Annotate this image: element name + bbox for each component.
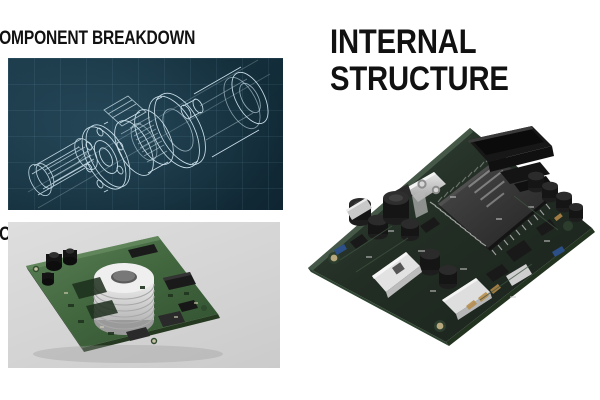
blueprint-panel bbox=[8, 58, 283, 210]
edge-connector bbox=[468, 126, 554, 172]
heatsink bbox=[93, 263, 155, 335]
pcb-large-illustration bbox=[308, 126, 595, 346]
pcb-small-illustration bbox=[26, 236, 223, 363]
metal-bracket bbox=[386, 172, 446, 218]
pcb-large-photo bbox=[300, 100, 600, 350]
pcb-photo-panel bbox=[8, 222, 280, 368]
heading-component-breakdown: COMPONENT BREAKDOWN bbox=[0, 28, 196, 49]
heading-internal-structure: INTERNAL STRUCTURE bbox=[330, 23, 509, 98]
blueprint-wireframe-drawing bbox=[27, 59, 271, 209]
